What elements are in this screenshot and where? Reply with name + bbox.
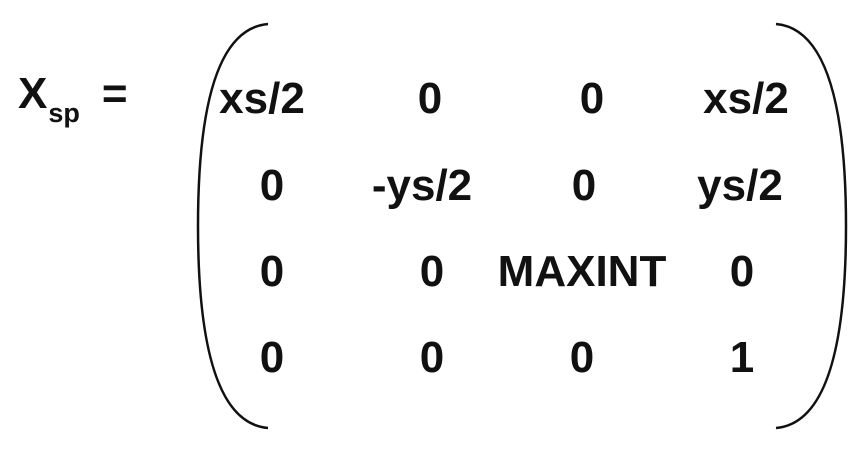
matrix-cell: 0 [729,247,755,296]
matrix-cell: 0 [419,247,445,296]
equals-sign: = [101,69,128,118]
left-bracket [196,22,269,430]
matrix-cell: 0 [417,74,443,123]
matrix-symbol: X [18,69,48,118]
matrix-cell: MAXINT [497,247,667,296]
matrix-cell: xs/2 [703,74,789,123]
right-bracket [775,22,848,430]
matrix-cell: xs/2 [219,74,305,123]
matrix-name: Xsp = [18,69,128,127]
matrix-cell: 0 [579,74,605,123]
matrix-cell: ys/2 [697,161,783,210]
matrix-cell: 0 [259,247,285,296]
matrix-cell: 0 [419,333,445,382]
matrix-cell: 0 [569,333,595,382]
matrix-cell: 0 [259,161,285,210]
matrix-cell: -ys/2 [371,161,473,210]
matrix-cell: 0 [571,161,597,210]
matrix-cell: 0 [259,333,285,382]
matrix-subscript: sp [48,98,80,128]
matrix-cell: 1 [729,333,755,382]
